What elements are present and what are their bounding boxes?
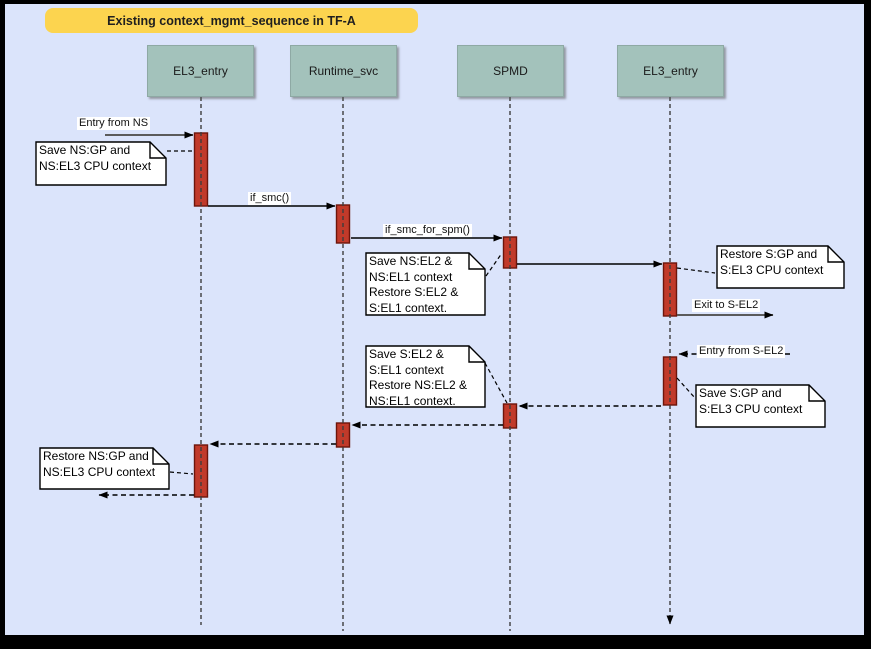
note-save-s-gp: Save S:GP and S:EL3 CPU context [695,384,826,428]
note-restore-s-gp: Restore S:GP and S:EL3 CPU context [716,245,845,289]
actor-el3-entry-1: EL3_entry [147,45,254,97]
actor-runtime-svc: Runtime_svc [290,45,397,97]
message-label-exit-to-s-el2: Exit to S-EL2 [692,299,761,312]
connector-note-save-s-el2 [484,362,508,404]
note-text: Save NS:GP and NS:EL3 CPU context [39,143,152,173]
note-shape [365,345,486,408]
actor-label: SPMD [493,64,528,78]
actor-spmd: SPMD [457,45,564,97]
diagram-canvas: Existing context_mgmt_sequence in TF-A E… [5,4,864,635]
sequence-lines-layer [98,97,790,631]
note-text: Restore S:GP and S:EL3 CPU context [720,247,824,277]
note-text: Save NS:EL2 & NS:EL1 context Restore S:E… [369,254,459,315]
note-shape [716,245,845,289]
note-shape [365,252,486,316]
note-save-s-el2: Save S:EL2 & S:EL1 context Restore NS:EL… [365,345,486,408]
message-label-entry-from-s-el2: Entry from S-EL2 [697,345,786,358]
diagram-title: Existing context_mgmt_sequence in TF-A [45,8,418,33]
actor-label: EL3_entry [173,64,228,78]
actor-el3-entry-2: EL3_entry [617,45,724,97]
note-text: Save S:GP and S:EL3 CPU context [699,386,803,416]
note-text: Restore NS:GP and NS:EL3 CPU context [43,449,156,479]
note-restore-ns-gp: Restore NS:GP and NS:EL3 CPU context [39,447,170,490]
note-shape [695,384,826,428]
note-shape [35,141,167,186]
message-label-if-smc: if_smc() [248,192,292,205]
message-label-entry-from-ns: Entry from NS [77,117,151,130]
note-text: Save S:EL2 & S:EL1 context Restore NS:EL… [369,347,468,408]
note-save-ns-el2: Save NS:EL2 & NS:EL1 context Restore S:E… [365,252,486,316]
connector-note-save-ns-el2 [485,252,503,277]
connector-note-restore-ns-gp [169,471,194,475]
actor-label: Runtime_svc [308,64,379,78]
message-label-if-smc-for-spm: if_smc_for_spm() [383,224,472,237]
connector-note-save-s-gp [676,377,696,399]
note-shape [39,447,170,490]
connector-note-restore-s-gp [676,267,716,274]
actor-label: EL3_entry [643,64,698,78]
note-save-ns-gp: Save NS:GP and NS:EL3 CPU context [35,141,167,186]
